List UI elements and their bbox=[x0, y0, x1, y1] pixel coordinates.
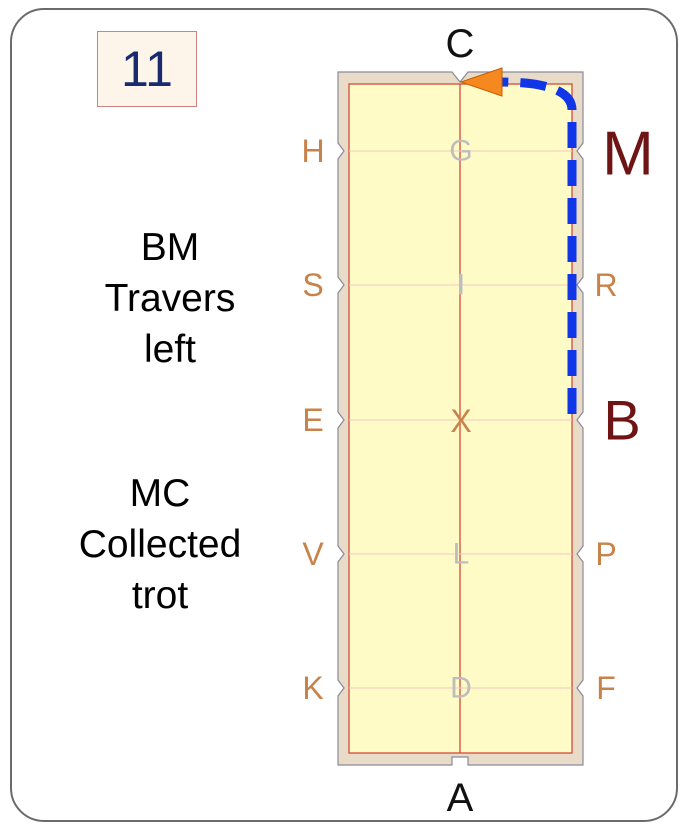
letter-left-2: S bbox=[302, 267, 323, 303]
movement-1-line-2: Travers bbox=[104, 277, 236, 320]
letter-left-5: K bbox=[302, 670, 323, 706]
letter-lines bbox=[349, 150, 572, 689]
letter-right-1: M bbox=[602, 120, 654, 189]
letter-center-2: I bbox=[457, 269, 465, 302]
travers-path bbox=[499, 77, 577, 414]
direction-arrow bbox=[459, 67, 503, 97]
movement-2-line-2: Collected bbox=[78, 523, 242, 566]
movement-2-line-3: trot bbox=[131, 574, 189, 617]
test-number-box: 11 bbox=[97, 31, 197, 107]
letter-right-5: F bbox=[596, 670, 616, 706]
letter-right-4: P bbox=[595, 536, 616, 572]
letter-center-5: D bbox=[450, 672, 472, 705]
movement-1-line-1: BM bbox=[140, 226, 200, 269]
letter-center-4: L bbox=[453, 538, 470, 571]
movement-note-2: MC Collected trot bbox=[60, 468, 260, 621]
letter-top: C bbox=[446, 22, 475, 66]
letter-right-3: B bbox=[603, 389, 640, 452]
test-number: 11 bbox=[121, 41, 173, 97]
letter-bottom: A bbox=[447, 776, 474, 820]
letter-left-4: V bbox=[302, 536, 324, 572]
letter-left-1: H bbox=[301, 133, 324, 169]
letter-center-3: X bbox=[450, 403, 471, 439]
movement-note-1: BM Travers left bbox=[70, 222, 270, 375]
letter-right-2: R bbox=[594, 267, 617, 303]
letter-left-3: E bbox=[302, 402, 323, 438]
movement-1-line-3: left bbox=[143, 328, 197, 371]
movement-2-line-1: MC bbox=[129, 472, 191, 515]
letter-center-1: G bbox=[449, 135, 472, 168]
